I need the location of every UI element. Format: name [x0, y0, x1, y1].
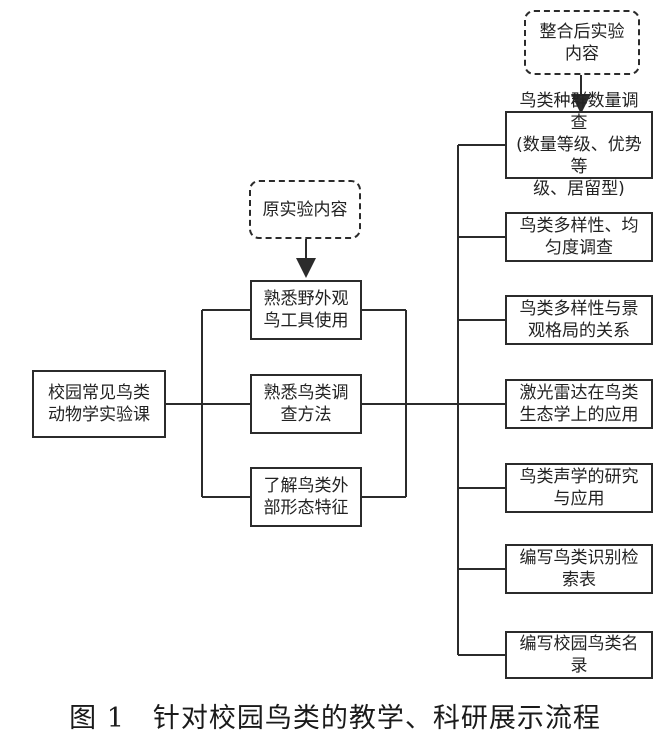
integrated-item-2: 鸟类多样性、均 匀度调查: [505, 212, 653, 262]
integrated-item-6: 编写鸟类识别检 索表: [505, 544, 653, 594]
integrated-item-7: 编写校园鸟类名录: [505, 631, 653, 679]
integrated-item-3: 鸟类多样性与景 观格局的关系: [505, 295, 653, 345]
original-item-1: 熟悉野外观 鸟工具使用: [250, 280, 362, 340]
integrated-item-1: 鸟类种群数量调查 (数量等级、优势等 级、居留型): [505, 91, 653, 199]
integrated-content-label: 整合后实验 内容: [524, 10, 640, 75]
integrated-item-4: 激光雷达在鸟类 生态学上的应用: [505, 379, 653, 429]
root-box: 校园常见鸟类 动物学实验课: [32, 370, 166, 438]
original-item-2: 熟悉鸟类调 查方法: [250, 374, 362, 434]
figure-caption: 图 1 针对校园鸟类的教学、科研展示流程: [69, 703, 601, 734]
original-content-label: 原实验内容: [249, 180, 361, 239]
original-item-3: 了解鸟类外 部形态特征: [250, 467, 362, 527]
integrated-item-5: 鸟类声学的研究 与应用: [505, 463, 653, 513]
